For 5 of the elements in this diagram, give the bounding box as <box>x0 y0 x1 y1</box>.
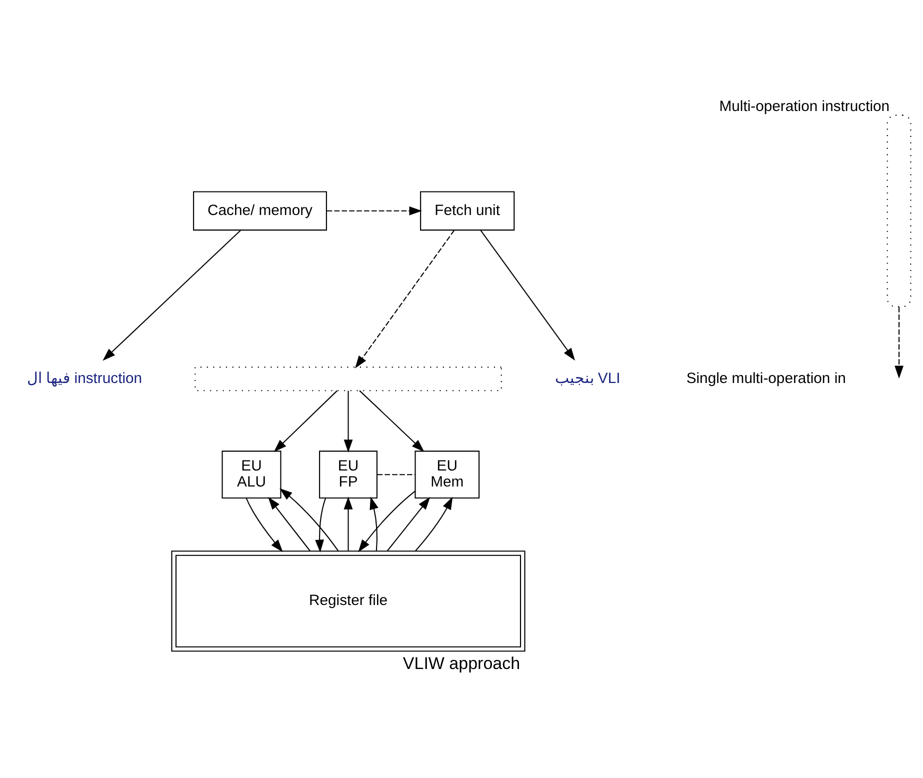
caption: VLIW approach <box>402 654 520 673</box>
node-text: بنجيب VLI <box>554 370 620 387</box>
label: Single multi-operation in <box>686 370 846 387</box>
node-text: فيها ال instruction <box>27 370 142 387</box>
node-label: Multi-operation instruction <box>719 99 890 116</box>
